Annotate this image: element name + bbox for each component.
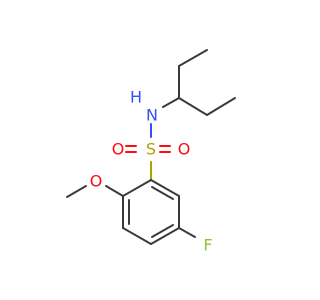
ring-bond	[122, 179, 152, 197]
nitrogen-label: N	[146, 106, 158, 125]
fluorine-label: F	[203, 236, 212, 255]
bond-c-c	[178, 49, 208, 67]
bond-c-c	[178, 97, 208, 116]
structure-diagram: N H S O O O F	[66, 49, 236, 255]
methoxy-oxygen-label: O	[90, 172, 103, 191]
ring-double-bond	[151, 224, 174, 238]
bond-o-ch3	[66, 185, 87, 198]
ring-double-bond	[151, 186, 174, 200]
oxygen-left-label: O	[112, 140, 125, 159]
sulfur-label: S	[146, 140, 156, 159]
bond-c-n	[162, 97, 180, 108]
oxygen-right-label: O	[178, 140, 191, 159]
nitrogen-hydrogen-label: H	[130, 88, 142, 107]
bond-c-f	[178, 227, 196, 238]
ring-bond	[122, 227, 152, 245]
bonds	[66, 49, 236, 245]
ring-bond	[150, 227, 180, 245]
molecule-canvas: N H S O O O F	[66, 49, 236, 255]
ring-bond	[150, 179, 180, 197]
bond-c-c	[206, 97, 236, 116]
bond-c-o	[105, 185, 124, 197]
